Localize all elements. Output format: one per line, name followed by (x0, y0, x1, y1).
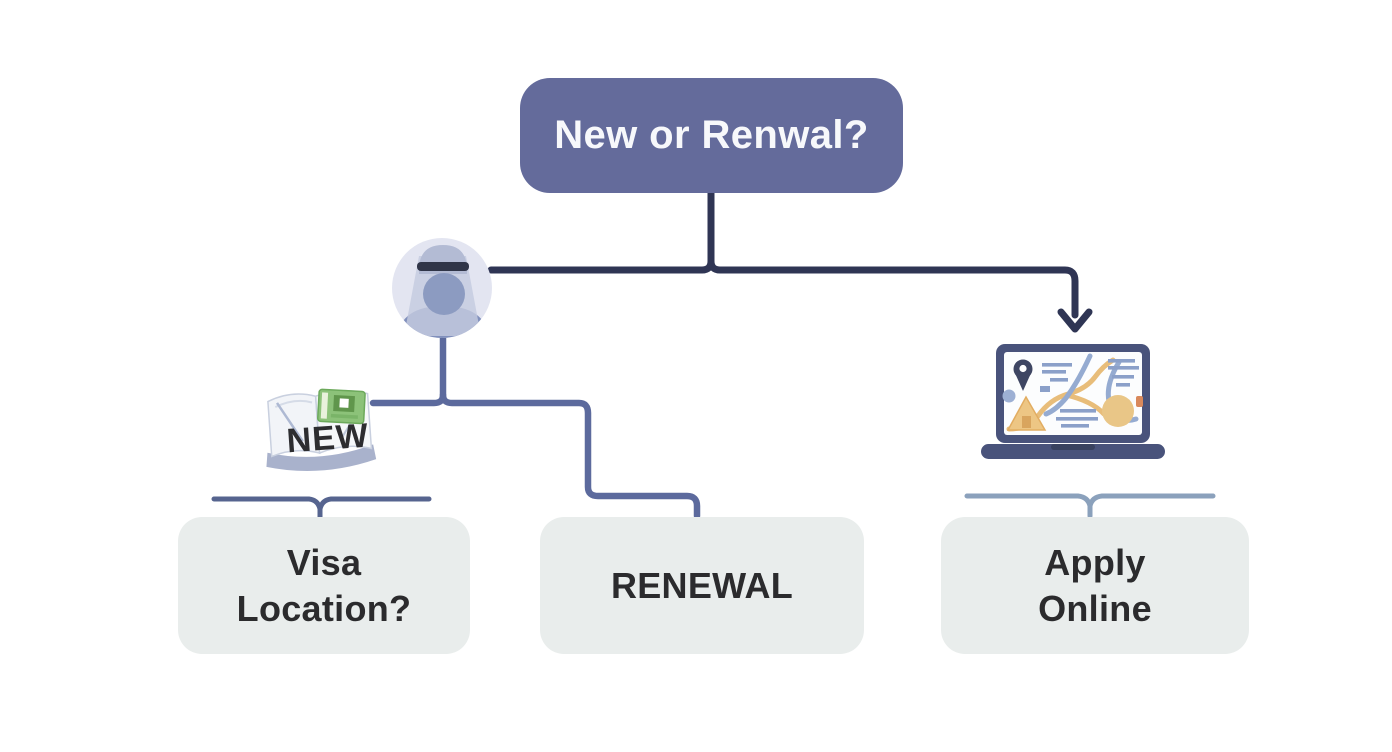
connector-visa-brace (211, 496, 432, 521)
node-new-or-renewal: New or Renwal? (520, 78, 903, 193)
apply-online-label: Apply Online (1038, 541, 1152, 629)
connector-avatar-branch (369, 333, 701, 520)
arrow-down-icon (1057, 308, 1093, 333)
connector-apply-brace (964, 493, 1216, 519)
root-node-label: New or Renwal? (554, 113, 869, 157)
renewal-label: RENEWAL (610, 564, 794, 606)
visa-location-label: Visa Location? (236, 541, 412, 629)
connector-root-branch (487, 188, 1093, 333)
node-visa-location: Visa Location? (178, 517, 470, 654)
node-renewal: RENEWAL (540, 517, 864, 654)
node-apply-online: Apply Online (941, 517, 1249, 654)
